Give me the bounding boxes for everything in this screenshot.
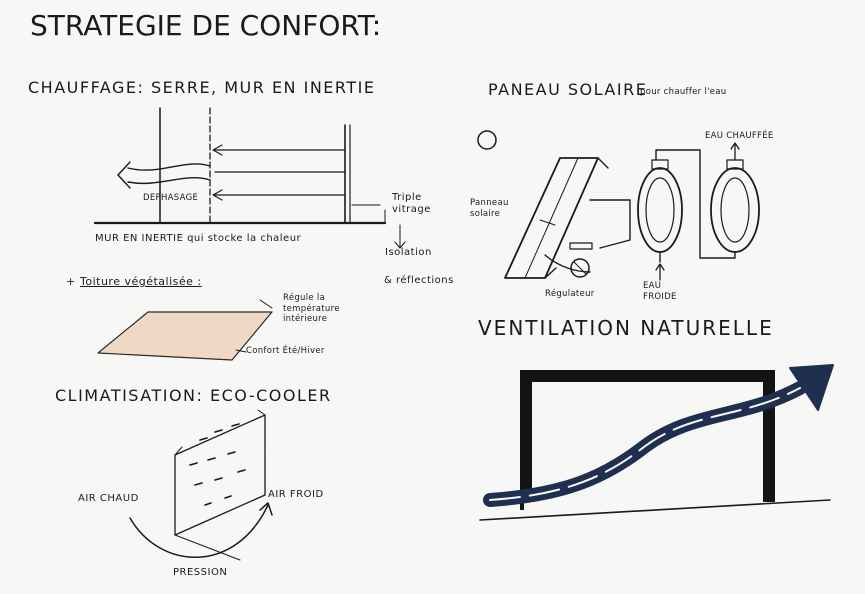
ventilation-diagram: [480, 365, 833, 520]
page-title: STRATEGIE DE CONFORT:: [30, 12, 381, 40]
toiture-regulation-label: Régule la température intérieure: [283, 293, 363, 325]
toiture-bullet: +: [66, 276, 76, 287]
climatisation-heading: CLIMATISATION: ECO-COOLER: [55, 388, 332, 404]
chauffage-diagram: [95, 108, 405, 248]
triple-vitrage-label: Triple vitrage: [392, 192, 442, 215]
air-froid-label: AIR FROID: [268, 490, 324, 500]
pression-label: PRESSION: [173, 568, 227, 578]
toiture-confort-label: Confort Été/Hiver: [246, 347, 325, 356]
eau-chauffee-label: EAU CHAUFFÉE: [705, 132, 774, 141]
panneau-heading: PANEAU SOLAIRE: [488, 82, 647, 98]
regulateur-label: Régulateur: [545, 290, 595, 299]
ventilation-heading: VENTILATION NATURELLE: [478, 318, 774, 338]
reflections-label: & réflections: [384, 276, 454, 286]
chauffage-heading: CHAUFFAGE: SERRE, MUR EN INERTIE: [28, 80, 375, 96]
panneau-solaire-label: Panneau solaire: [470, 198, 520, 219]
air-chaud-label: AIR CHAUD: [78, 494, 139, 504]
isolation-label: Isolation: [385, 248, 432, 258]
eau-froide-label: EAU FROIDE: [643, 281, 683, 303]
panneau-subheading: pour chauffer l'eau: [640, 88, 726, 97]
eco-cooler-diagram: [130, 410, 272, 560]
mur-inertie-label: MUR EN INERTIE qui stocke la chaleur: [95, 234, 301, 244]
dephasage-label: DEPHASAGE: [143, 194, 198, 203]
solar-panel-diagram: [478, 131, 759, 280]
toiture-heading: Toiture végétalisée :: [80, 276, 202, 287]
